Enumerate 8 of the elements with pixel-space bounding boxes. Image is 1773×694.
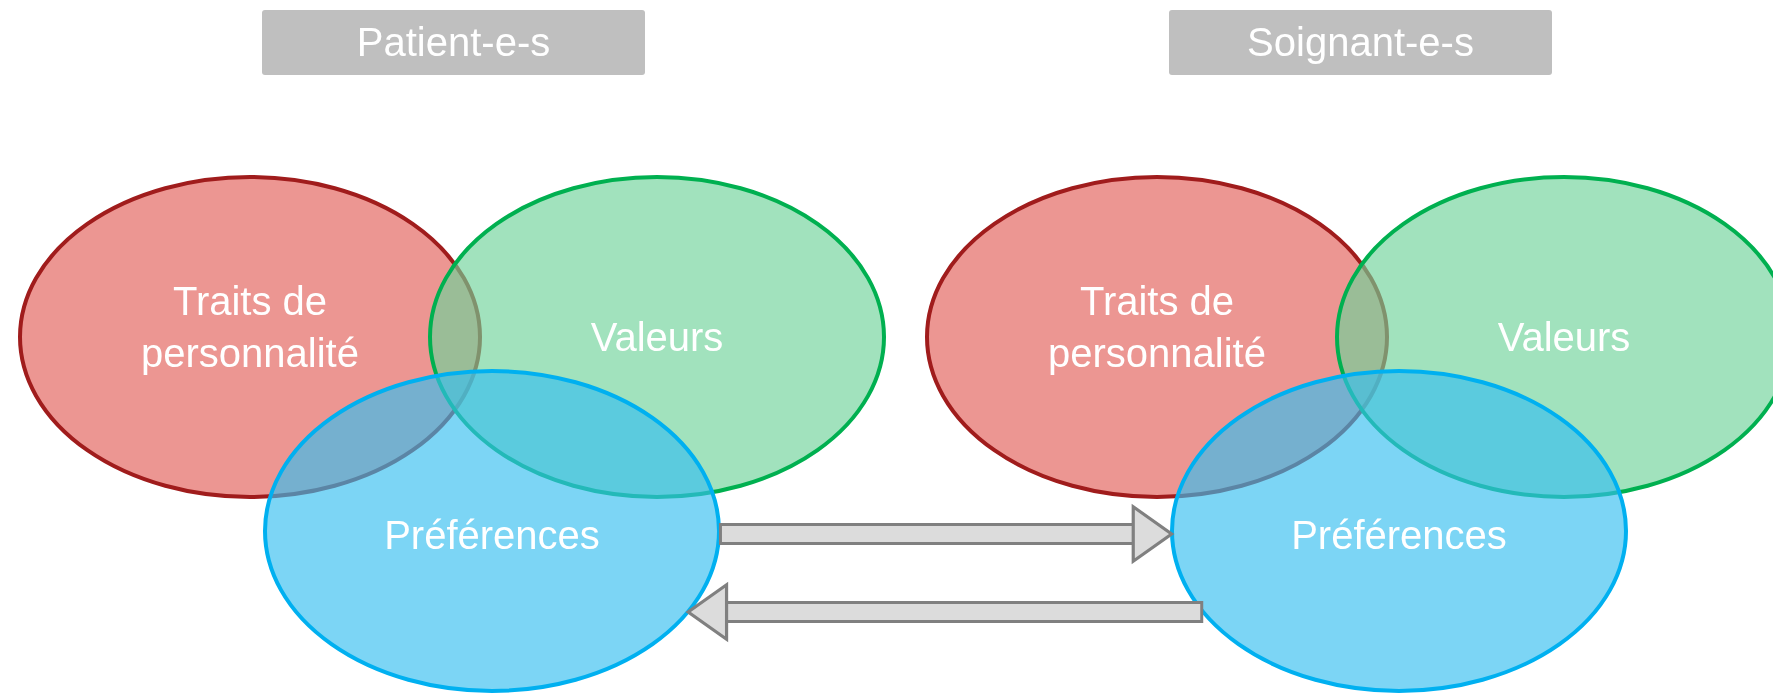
header-label: Patient-e-s xyxy=(262,10,645,75)
set-label: Préférences xyxy=(383,512,601,559)
header-label: Soignant-e-s xyxy=(1169,10,1552,75)
set-label: Traits de personnalité xyxy=(140,278,360,377)
set-label: Préférences xyxy=(1290,512,1508,559)
set-label: Valeurs xyxy=(589,314,725,361)
set-label: Traits de personnalité xyxy=(1047,278,1267,377)
set-label: Valeurs xyxy=(1496,314,1632,361)
